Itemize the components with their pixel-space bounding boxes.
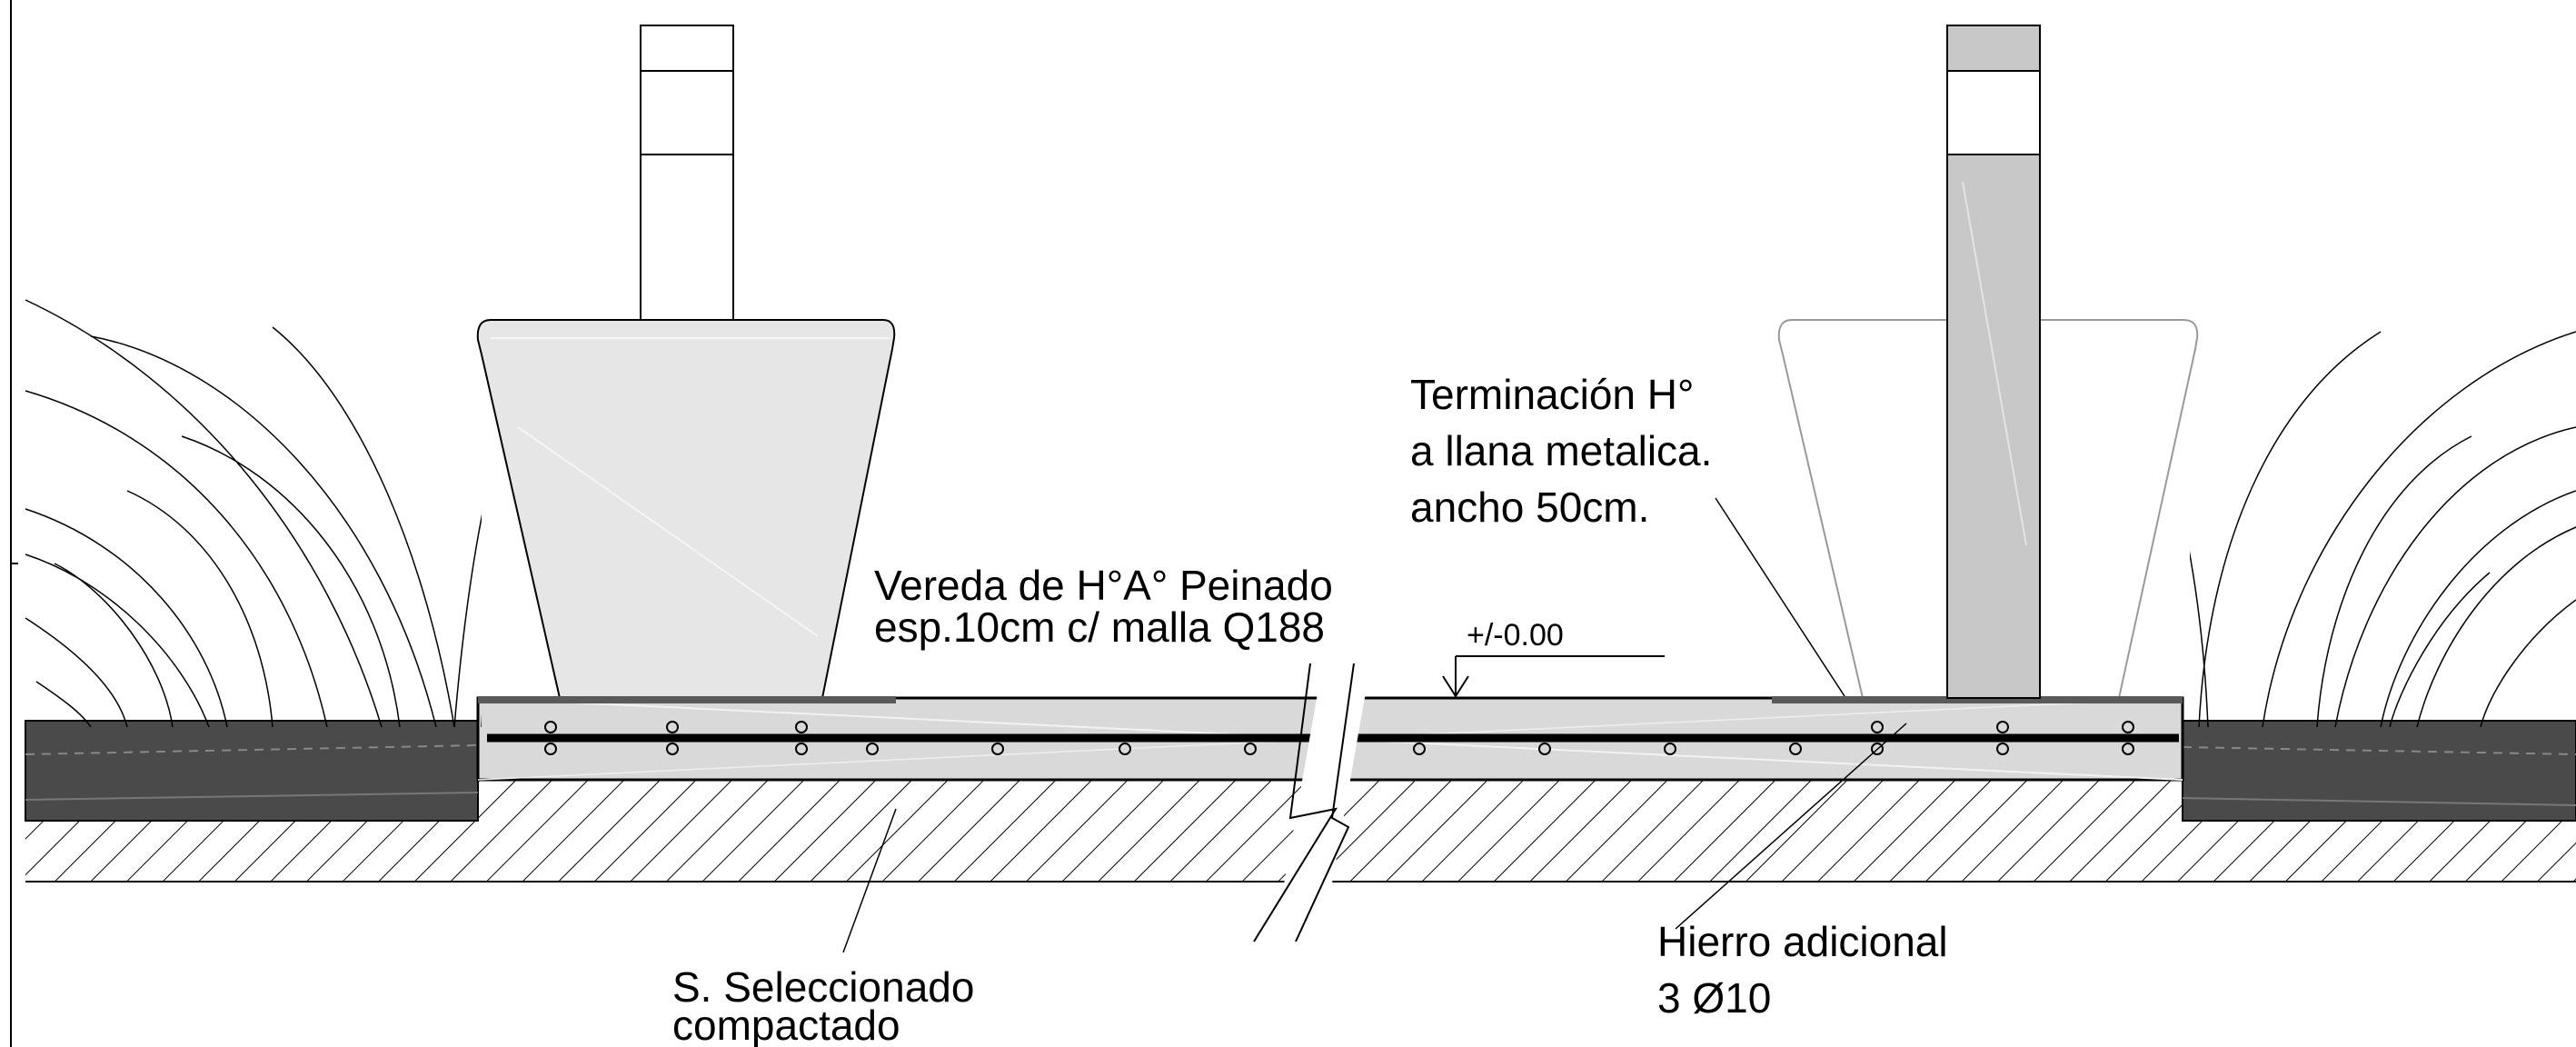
right-curb	[2182, 720, 2576, 822]
rebar-label-line-1: Hierro adicional	[1657, 918, 1948, 965]
finish-label-line-1: Terminación H°	[1410, 371, 1694, 418]
right-planter	[1772, 25, 2199, 703]
left-planter	[476, 25, 896, 703]
level-label: +/-0.00	[1467, 618, 1564, 653]
sidewalk-label-line-1: Vereda de H°A° Peinado	[874, 562, 1333, 609]
soil-label-line-2: compactado	[672, 1002, 900, 1047]
left-grass	[25, 299, 482, 727]
sidewalk-label: Vereda de H°A° Peinado esp.10cm c/ malla…	[874, 562, 1345, 651]
left-curb	[25, 720, 479, 822]
right-grass	[2190, 331, 2576, 727]
sidewalk-label-line-2: esp.10cm c/ malla Q188	[874, 603, 1325, 651]
rebar-label: Hierro adicional 3 Ø10	[1657, 918, 1959, 1022]
soil-label: S. Seleccionado compactado	[672, 963, 986, 1047]
finish-label-line-2: a llana metalica.	[1410, 427, 1712, 474]
finish-label-line-3: ancho 50cm.	[1410, 484, 1649, 531]
rebar-label-line-2: 3 Ø10	[1657, 974, 1771, 1022]
break-line	[1253, 661, 1370, 957]
leader-lines	[842, 497, 1907, 953]
rebar-dots	[544, 721, 2134, 755]
finish-label: Terminación H° a llana metalica. ancho 5…	[1410, 371, 1724, 531]
level-marker	[1442, 655, 1665, 698]
soil-label-line-1: S. Seleccionado	[672, 963, 974, 1011]
